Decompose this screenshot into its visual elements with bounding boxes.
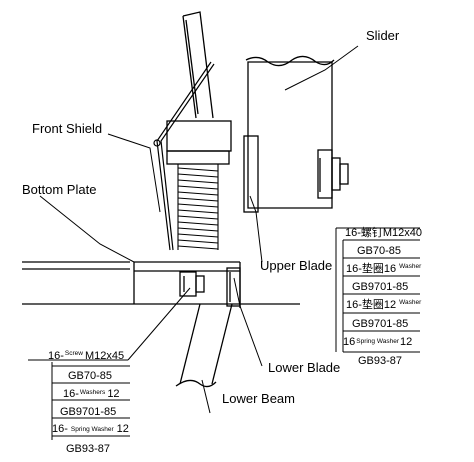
thread-line: [177, 215, 219, 220]
thread-line: [177, 173, 219, 178]
left-part-screw-prefix: 16-: [48, 350, 64, 362]
upper-blade: [243, 135, 259, 213]
left-part-gb9701: GB9701-85: [60, 406, 116, 418]
left-part-gb70: GB70-85: [68, 370, 112, 382]
left-part-spring-prefix: 16-: [52, 423, 68, 435]
bottom-plate-label: Bottom Plate: [22, 182, 96, 197]
right-part-screw: 16-螺钉M12x40: [345, 226, 422, 239]
front-shield: [153, 61, 215, 251]
left-part-screw-tag: Screw: [65, 350, 83, 357]
right-part-spring-tag: Washer: [399, 299, 422, 306]
right-part-washer-tag: Washer: [399, 263, 422, 270]
right-part-spring-prefix: 16-垫圈12: [346, 297, 396, 311]
bottom-plate: [22, 261, 300, 308]
threaded-bolt: [177, 164, 219, 250]
right-part-gb70: GB70-85: [357, 245, 401, 257]
thread-line: [177, 179, 219, 184]
upper-blade-label: Upper Blade: [260, 258, 332, 273]
front-shield-label: Front Shield: [32, 121, 102, 136]
left-part-washer-suffix: 12: [107, 388, 119, 400]
thread-line: [177, 239, 219, 244]
right-part-spring2-tag: Spring Washer: [356, 338, 400, 345]
right-part-spring-washer: 16Spring Washer12: [343, 336, 412, 348]
left-part-washer-prefix: 16-: [63, 388, 79, 400]
right-part-spring2-suffix: 12: [400, 336, 412, 348]
thread-line: [177, 245, 219, 250]
tie-rod: [182, 11, 214, 119]
right-parts-table: [342, 239, 420, 353]
slider-bolt-fitting: [317, 149, 349, 199]
thread-line: [177, 209, 219, 214]
thread-line: [177, 233, 219, 238]
leader-lines: [28, 45, 420, 440]
left-part-spring-tag: Spring Washer: [71, 426, 115, 433]
lower-beam-label: Lower Beam: [222, 391, 295, 406]
left-part-spring-suffix: 12: [117, 423, 129, 435]
left-part-screw-suffix: M12x45: [85, 350, 124, 362]
thread-line: [177, 167, 219, 172]
right-part-washer-prefix: 16-垫圈16: [346, 261, 396, 275]
left-part-washer-tag: Washers: [80, 389, 106, 396]
lower-blade: [226, 267, 241, 307]
thread-line: [177, 227, 219, 232]
thread-line: [177, 221, 219, 226]
thread-line: [177, 185, 219, 190]
slider: [245, 55, 335, 209]
right-part-gb9701-a: GB9701-85: [352, 281, 408, 293]
left-part-gb93: GB93-87: [66, 443, 110, 455]
left-parts-table: [52, 365, 130, 437]
clamp-block: [166, 120, 232, 165]
lower-bolt: [179, 271, 205, 297]
right-part-gb9701-b: GB9701-85: [352, 318, 408, 330]
right-part-gb93: GB93-87: [358, 355, 402, 367]
right-part-spring2-prefix: 16: [343, 336, 355, 348]
thread-line: [177, 197, 219, 202]
thread-line: [177, 191, 219, 196]
thread-line: [177, 203, 219, 208]
lower-beam: [175, 303, 233, 388]
slider-label: Slider: [366, 28, 400, 43]
lower-blade-label: Lower Blade: [268, 360, 340, 375]
